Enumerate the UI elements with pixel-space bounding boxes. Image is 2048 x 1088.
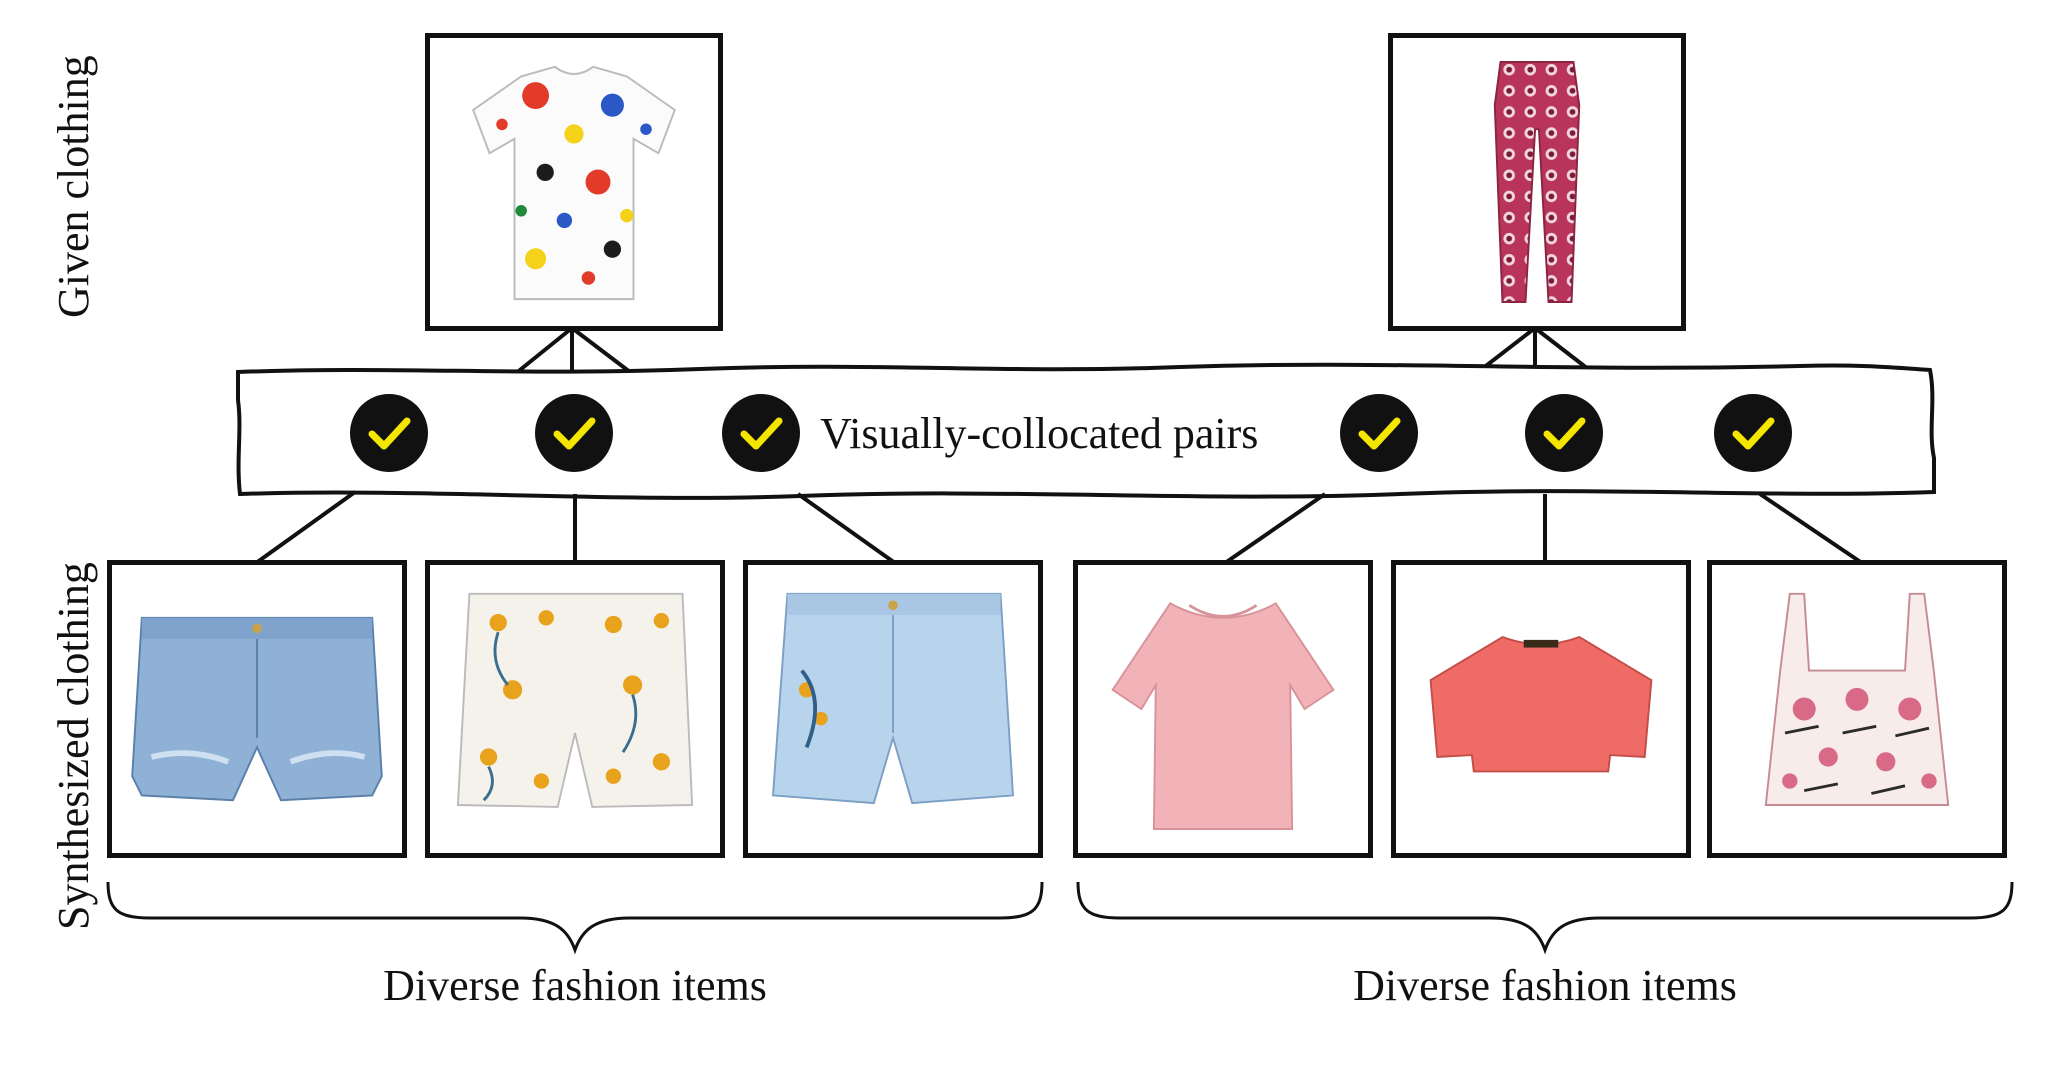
synth-coral-top-box [1391,560,1691,858]
floral-shorts-image [456,592,694,808]
pink-top-image [1111,602,1335,830]
check-icon [1714,394,1792,472]
pants-image [1493,61,1581,303]
check-icon [535,394,613,472]
diverse-items-right-label: Diverse fashion items [1353,961,1737,1010]
check-icon [1525,394,1603,472]
synth-floral-crop-top-box [1707,560,2007,858]
check-icon [350,394,428,472]
synthesized-clothing-label: Synthesized clothing [49,562,98,930]
given-pants-box [1388,33,1686,331]
brace-left [106,881,1044,955]
synth-floral-shorts-box [425,560,725,858]
pairs-label: Visually-collocated pairs [820,409,1259,458]
synth-pink-top-box [1073,560,1373,858]
floral-crop-top-image [1764,592,1950,806]
denim-shorts-image [131,616,383,802]
check-icon [722,394,800,472]
synth-denim-shorts-1-box [107,560,407,858]
synth-connectors [254,490,1864,565]
given-clothing-label: Given clothing [49,55,98,318]
diverse-items-left-label: Diverse fashion items [383,961,767,1010]
denim-shorts-floral-image [771,592,1015,805]
tshirt-image [472,65,676,301]
synth-denim-shorts-2-box [743,560,1043,858]
check-icon [1340,394,1418,472]
given-tshirt-box [425,33,723,331]
pairs-banner [236,362,1936,500]
brace-right [1076,881,2014,955]
coral-top-image [1429,635,1653,773]
